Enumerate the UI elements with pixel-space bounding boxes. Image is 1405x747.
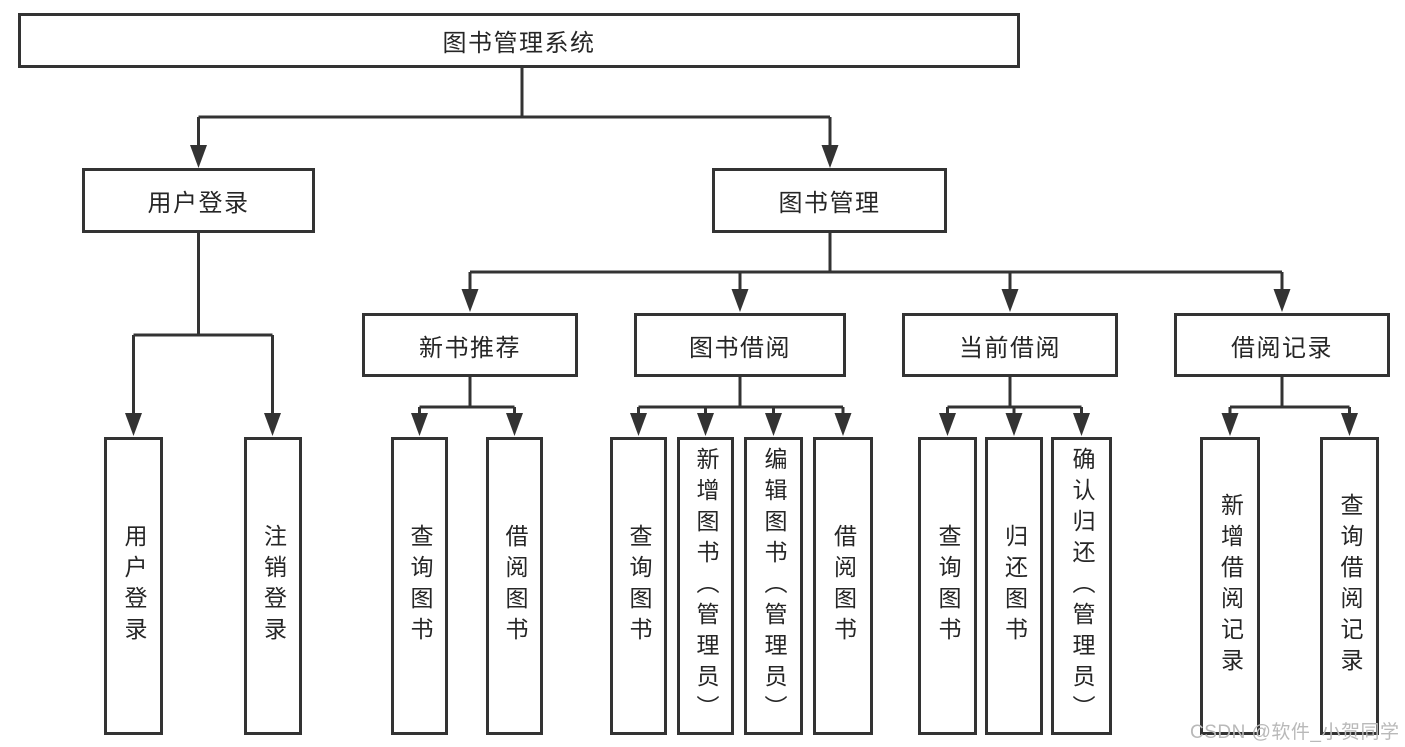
node-library-management-system: 图书管理系统 xyxy=(18,13,1020,68)
node-query-books-recommend: 查询图书 xyxy=(391,437,448,735)
arrow-down-icons xyxy=(125,145,1358,436)
node-current-borrowing: 当前借阅 xyxy=(902,313,1118,377)
node-edit-books-admin: 编辑图书（管理员） xyxy=(744,437,803,735)
node-logout-leaf: 注销登录 xyxy=(244,437,302,735)
node-new-book-recommendation: 新书推荐 xyxy=(362,313,578,377)
node-add-borrow-record: 新增借阅记录 xyxy=(1200,437,1260,735)
node-borrow-books-borrowing: 借阅图书 xyxy=(813,437,873,735)
node-query-borrow-record: 查询借阅记录 xyxy=(1320,437,1379,735)
watermark-text: CSDN @软件_小贺同学 xyxy=(1190,722,1400,743)
connector-paths xyxy=(132,68,1351,415)
node-add-books-admin: 新增图书（管理员） xyxy=(677,437,734,735)
node-return-books: 归还图书 xyxy=(985,437,1043,735)
node-book-management: 图书管理 xyxy=(712,168,947,233)
node-borrow-books-recommend: 借阅图书 xyxy=(486,437,543,735)
node-query-books-current: 查询图书 xyxy=(918,437,977,735)
node-user-login: 用户登录 xyxy=(82,168,315,233)
node-confirm-return-admin: 确认归还（管理员） xyxy=(1051,437,1112,735)
node-query-books-borrowing: 查询图书 xyxy=(610,437,667,735)
node-book-borrowing: 图书借阅 xyxy=(634,313,846,377)
node-user-login-leaf: 用户登录 xyxy=(104,437,163,735)
node-borrowing-records: 借阅记录 xyxy=(1174,313,1390,377)
